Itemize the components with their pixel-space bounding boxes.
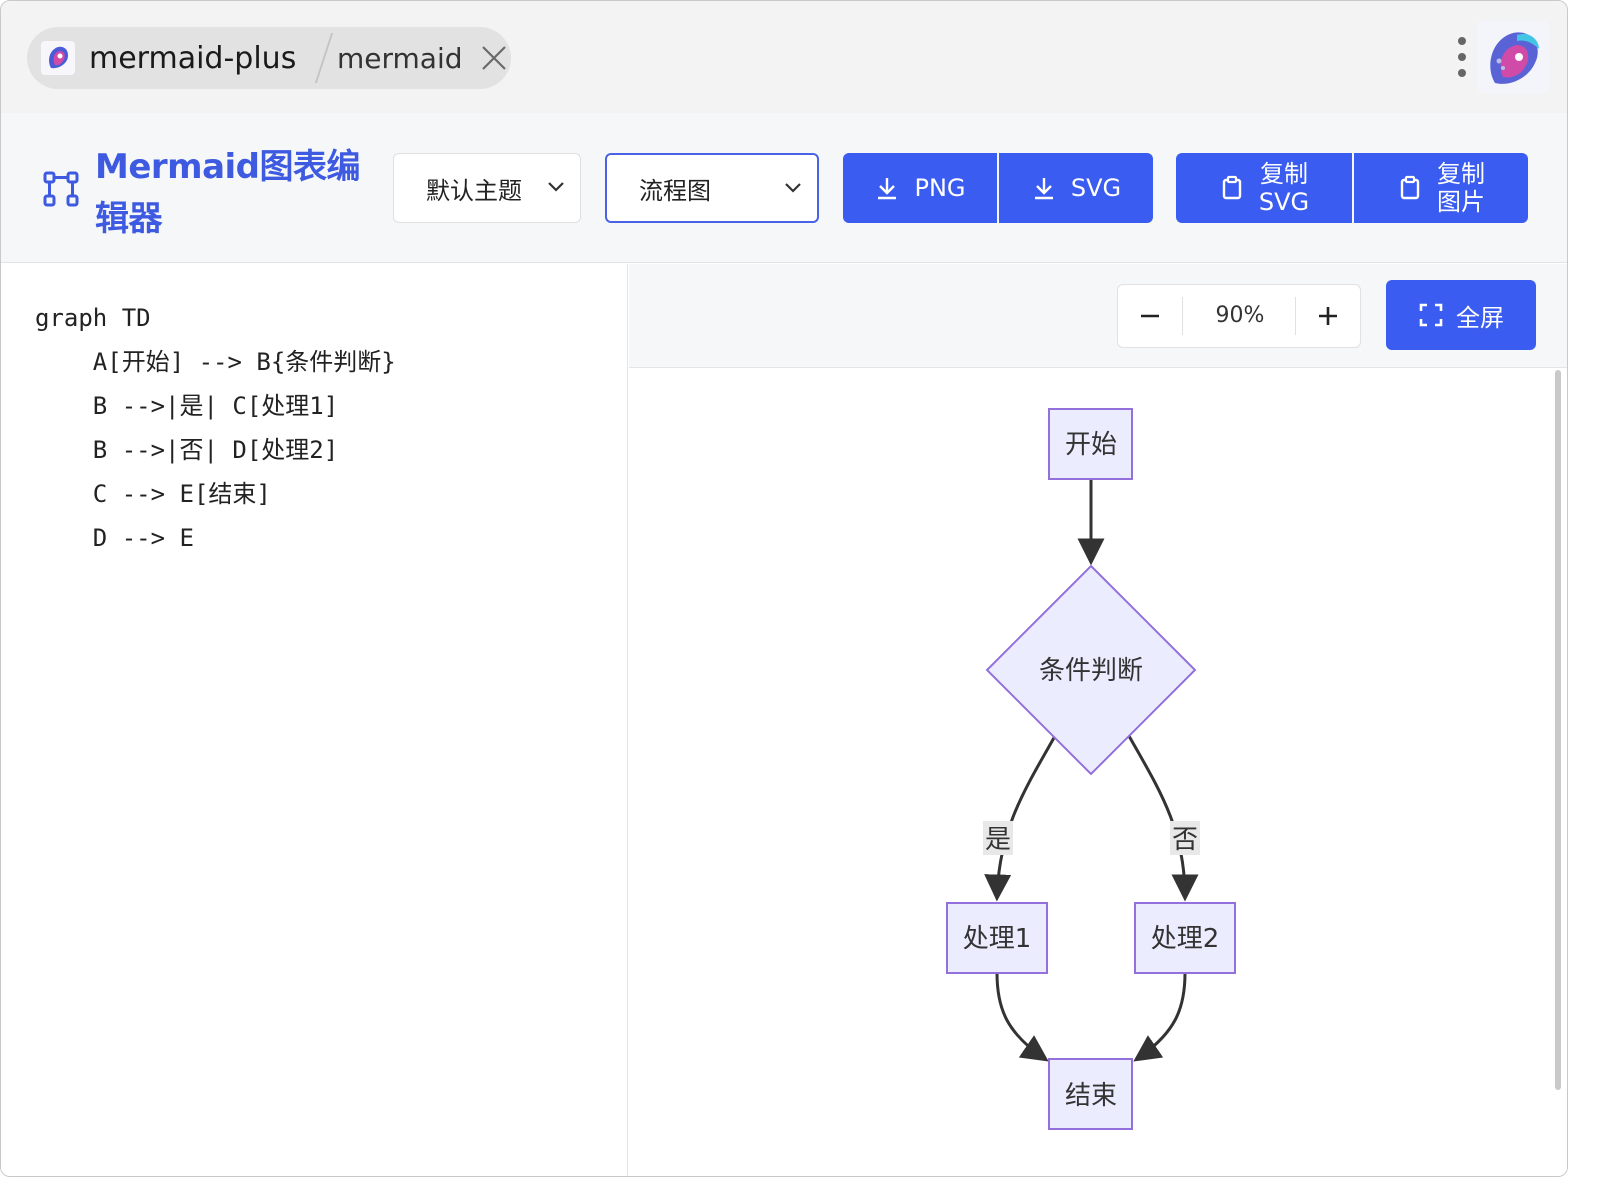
- download-png-button[interactable]: PNG: [843, 153, 997, 223]
- close-icon[interactable]: [479, 43, 509, 73]
- copy-svg-label: 复制 SVG: [1259, 160, 1309, 216]
- theme-select[interactable]: 默认主题: [393, 153, 581, 223]
- app-toolbar: Mermaid图表编辑器 默认主题 流程图 PNG SVG: [1, 113, 1567, 263]
- copy-svg-label-line2: SVG: [1258, 188, 1310, 216]
- chevron-down-icon: [785, 183, 801, 193]
- tab-title: mermaid: [337, 41, 463, 75]
- node-end[interactable]: 结束: [1048, 1058, 1133, 1130]
- node-process-1[interactable]: 处理1: [946, 902, 1048, 974]
- profile-avatar-icon[interactable]: [1477, 21, 1549, 93]
- copy-image-button[interactable]: 复制 图片: [1354, 153, 1528, 223]
- download-icon: [1034, 178, 1053, 200]
- node-process-2[interactable]: 处理2: [1134, 902, 1236, 974]
- clipboard-icon: [1222, 175, 1242, 200]
- tab-strip: mermaid-plus mermaid: [1, 1, 1567, 113]
- zoom-in-button[interactable]: [1296, 285, 1360, 347]
- code-line: B -->|否| D[处理2]: [35, 436, 339, 464]
- diagram-canvas: 是 否 开始 条件判断 处理1 处理2 结束: [946, 408, 1236, 1130]
- code-line: D --> E: [35, 524, 194, 552]
- download-svg-button[interactable]: SVG: [999, 153, 1153, 223]
- divider: [1182, 297, 1183, 335]
- code-line: A[开始] --> B{条件判断}: [35, 348, 396, 376]
- chart-type-select[interactable]: 流程图: [605, 153, 819, 223]
- tab-separator: [314, 33, 334, 83]
- copy-image-label-line2: 图片: [1437, 188, 1485, 216]
- divider: [1295, 297, 1296, 335]
- download-svg-label: SVG: [1070, 174, 1122, 202]
- code-line: B -->|是| C[处理1]: [35, 392, 339, 420]
- preview-toolbar: 90% 全屏: [629, 264, 1567, 368]
- app-title: Mermaid图表编辑器: [95, 147, 361, 239]
- copy-svg-label-line1: 复制: [1260, 160, 1308, 188]
- edge-b-d: [1127, 735, 1199, 902]
- edge-label-background: [983, 821, 1013, 855]
- preview-panel: 90% 全屏: [629, 264, 1567, 1176]
- edge-label-background: [1170, 821, 1200, 855]
- copy-image-label-line1: 复制: [1437, 160, 1485, 188]
- zoom-control: 90%: [1117, 284, 1361, 348]
- code-line: graph TD: [35, 304, 151, 332]
- code-content[interactable]: graph TD A[开始] --> B{条件判断} B -->|是| C[处理…: [35, 296, 396, 560]
- code-line: C --> E[结束]: [35, 480, 271, 508]
- browser-window: mermaid-plus mermaid: [0, 0, 1568, 1177]
- fullscreen-icon: [1419, 303, 1443, 327]
- chevron-down-icon: [548, 182, 564, 192]
- tab-mermaid-plus[interactable]: mermaid-plus: [27, 27, 317, 89]
- plus-icon: [1319, 307, 1337, 325]
- node-condition-label: 条件判断: [1039, 656, 1143, 686]
- edge-b-c: [984, 735, 1057, 902]
- tab-mermaid[interactable]: mermaid: [337, 27, 509, 89]
- node-start[interactable]: 开始: [1048, 408, 1133, 480]
- more-menu-icon[interactable]: [1453, 35, 1471, 79]
- copy-image-label: 复制 图片: [1437, 160, 1485, 216]
- preview-scrollbar[interactable]: [1555, 370, 1561, 1090]
- node-start-label: 开始: [1065, 430, 1117, 460]
- download-png-label: PNG: [914, 174, 966, 202]
- app-favicon-icon: [41, 41, 75, 75]
- fullscreen-button[interactable]: 全屏: [1386, 280, 1536, 350]
- code-editor[interactable]: graph TD A[开始] --> B{条件判断} B -->|是| C[处理…: [1, 264, 628, 1176]
- flowchart-icon: [43, 171, 79, 207]
- node-end-label: 结束: [1065, 1081, 1117, 1111]
- edge-label-yes: 是: [985, 825, 1011, 855]
- zoom-out-button[interactable]: [1118, 285, 1182, 347]
- edge-c-e: [995, 972, 1049, 1062]
- edge-d-e: [1133, 972, 1187, 1062]
- fullscreen-label: 全屏: [1456, 303, 1504, 332]
- clipboard-icon: [1400, 175, 1420, 200]
- edge-label-no: 否: [1172, 825, 1198, 855]
- minus-icon: [1141, 314, 1159, 318]
- theme-select-value: 默认主题: [426, 176, 522, 205]
- tab-group: mermaid-plus mermaid: [27, 27, 511, 89]
- node-condition[interactable]: 条件判断: [985, 564, 1197, 776]
- tab-title: mermaid-plus: [89, 40, 297, 76]
- zoom-level: 90%: [1215, 303, 1265, 328]
- node-process-1-label: 处理1: [963, 924, 1032, 954]
- download-icon: [878, 178, 897, 200]
- chart-type-select-value: 流程图: [639, 176, 711, 205]
- copy-svg-button[interactable]: 复制 SVG: [1176, 153, 1352, 223]
- node-process-2-label: 处理2: [1151, 924, 1220, 954]
